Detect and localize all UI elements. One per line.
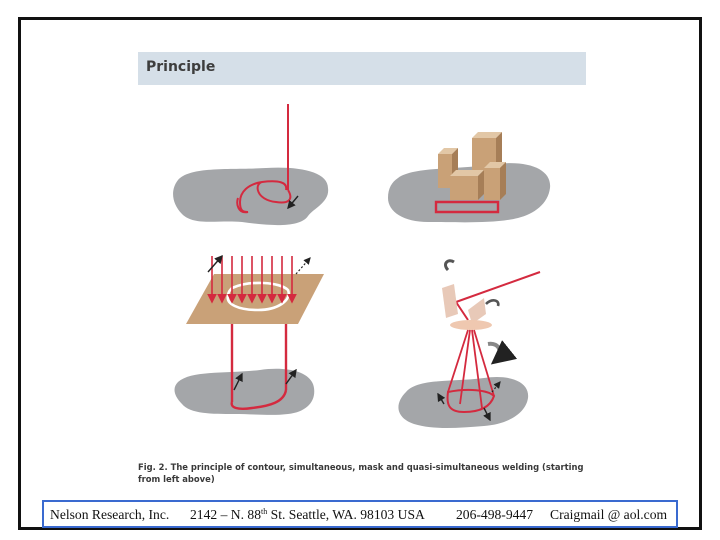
- process-rotation-arrow: [487, 340, 518, 365]
- footer-bar: Nelson Research, Inc. 2142 – N. 88th St.…: [42, 500, 678, 528]
- scanner-mirror-1: [442, 284, 458, 318]
- mirror-rotation-arrow: [444, 259, 455, 272]
- welding-block-3: [450, 170, 484, 200]
- figure-caption: Fig. 2. The principle of contour, simult…: [138, 462, 584, 484]
- scanner-mirror-2: [468, 298, 486, 324]
- contour-welding-panel: [173, 104, 329, 226]
- mirror-rotation-arrow-2: [485, 299, 500, 307]
- part-contour: [173, 167, 329, 226]
- scan-direction-arrow-left: [207, 254, 223, 273]
- figure-title: Principle: [146, 59, 216, 75]
- weld-path-mask: [230, 389, 288, 410]
- motion-arrow-mask-2: [285, 368, 297, 385]
- address-suffix: th: [261, 507, 268, 516]
- footer-email: Craigmail @ aol.com: [550, 507, 668, 522]
- mask-welding-panel: [174, 254, 324, 415]
- quasi-simultaneous-welding-panel: [398, 259, 541, 428]
- footer-phone: 206-498-9447: [456, 507, 534, 522]
- principle-figure: Principle: [138, 52, 586, 492]
- scan-direction-arrow-right: [295, 257, 311, 275]
- welding-diagram: [173, 104, 551, 428]
- part-mask: [174, 368, 315, 415]
- part-quasi: [398, 376, 529, 428]
- motion-arrow-quasi-1: [437, 392, 446, 405]
- address-number: 2142 – N. 88: [190, 507, 261, 522]
- mask-plate: [186, 274, 324, 324]
- mask-opening: [226, 281, 290, 312]
- figure-header: Principle: [138, 52, 586, 85]
- focusing-lens: [450, 320, 492, 330]
- motion-arrow-quasi-2: [483, 407, 491, 422]
- footer-company: Nelson Research, Inc.: [50, 507, 170, 522]
- weld-seam-simultaneous: [434, 200, 500, 214]
- footer-address: 2142 – N. 88th St. Seattle, WA. 98103 US…: [190, 507, 425, 523]
- welding-block-4: [484, 162, 506, 200]
- incoming-laser-beam: [455, 271, 541, 303]
- simultaneous-welding-panel: [388, 132, 551, 223]
- direction-arrow-contour: [287, 195, 299, 210]
- address-rest: St. Seattle, WA. 98103 USA: [267, 507, 425, 522]
- motion-arrow-mask-1: [233, 372, 243, 391]
- weld-path-quasi: [446, 388, 496, 414]
